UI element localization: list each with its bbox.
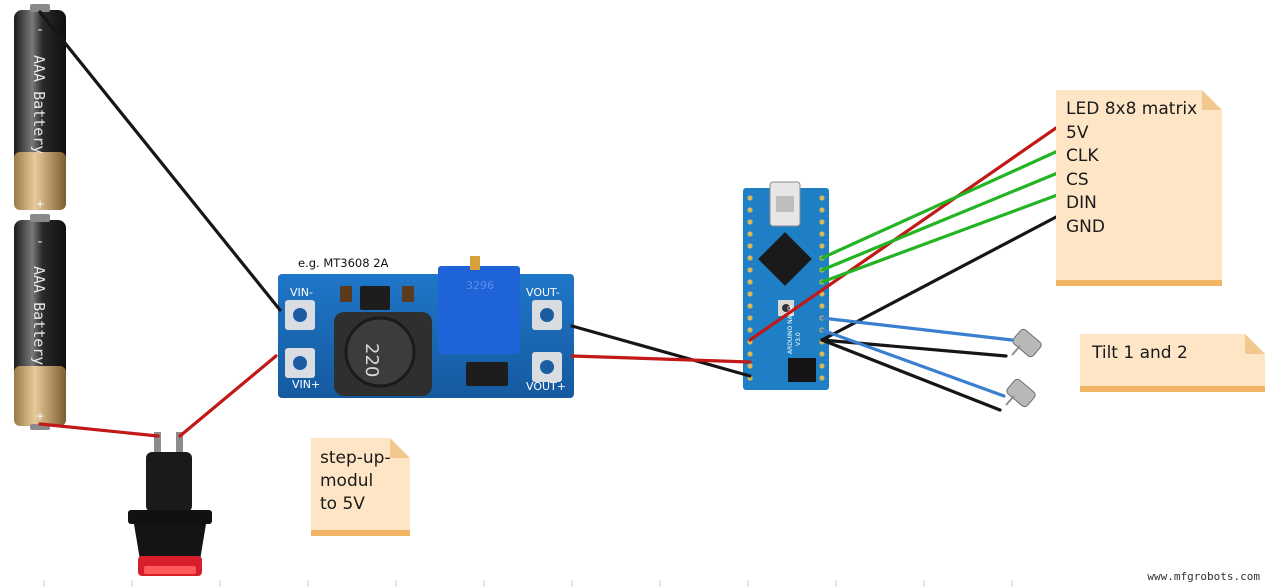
battery-1-minus: - [36,22,44,38]
led-note-5v: 5V [1066,122,1089,143]
pin-vin-plus: VIN+ [292,378,320,391]
battery-2-plus: + [36,409,44,424]
wire-led-din [820,192,1062,284]
note-fold [1245,334,1265,354]
note-bar [1056,280,1222,286]
arduino-version: V3.0 [795,332,802,346]
led-note-clk: CLK [1066,146,1099,166]
step-up-module: 220 3296 VIN- VIN+ VOUT- VOUT+ [278,256,574,398]
push-button-switch [128,432,212,576]
battery-1-label: AAA Battery [30,55,48,154]
watermark: www.mfgrobots.com [1147,570,1260,583]
battery-2-minus: - [36,234,44,250]
wire-led-5v [748,126,1058,342]
pot-marking: 3296 [466,279,494,292]
note-fold [1202,90,1222,110]
arduino-nano: ARDUINO NANO V3.0 [743,181,829,390]
note-bar [311,530,410,536]
tilt-note: Tilt 1 and 2 [1080,334,1265,392]
wire-vout-plus-to-arduino-5v [570,354,752,364]
led-note-gnd: GND [1066,216,1105,237]
battery-2-label: AAA Battery [30,266,48,365]
wire-battery-plus-to-switch [38,422,160,438]
pin-vin-minus: VIN- [290,286,313,299]
wire-tilt1-gnd [820,338,1008,358]
pin-vout-plus: VOUT+ [526,380,566,393]
battery-2: - AAA Battery + [14,214,66,430]
tilt-sensor-1 [1011,328,1042,358]
led-note-title: LED 8x8 matrix [1066,99,1198,119]
step-note-line-1: step-up- [320,448,391,468]
led-note-cs: CS [1066,169,1089,190]
wire-switch-to-vin-plus [178,354,278,438]
tilt-sensor-2 [1005,378,1036,408]
step-up-caption: e.g. MT3608 2A [298,256,389,270]
pin-vout-minus: VOUT- [526,286,560,299]
wire-vout-minus-to-arduino-gnd [570,324,752,378]
wire-led-gnd [820,214,1060,342]
step-up-note: step-up- modul to 5V [311,438,410,536]
wire-tilt1-signal [820,316,1014,342]
led-note-din: DIN [1066,193,1097,213]
inductor-marking: 220 [361,343,382,377]
ruler-ticks [43,580,1013,587]
wire-tilt2-gnd [820,338,1002,412]
wire-led-cs [820,170,1062,272]
battery-1-plus: + [36,197,44,212]
battery-1: - AAA Battery + [14,4,66,212]
wire-tilt2-signal [820,328,1006,398]
step-note-line-3: to 5V [320,494,365,514]
led-matrix-note: LED 8x8 matrix 5V CLK CS DIN GND [1056,90,1222,286]
arduino-label: ARDUINO NANO [787,306,794,354]
wires [38,10,1062,438]
note-bar [1080,386,1265,392]
wire-led-clk [820,148,1062,260]
note-fold [390,438,410,458]
step-note-line-2: modul [320,471,374,491]
tilt-note-text: Tilt 1 and 2 [1092,343,1188,363]
wire-battery-minus-to-vin-minus [38,10,282,312]
